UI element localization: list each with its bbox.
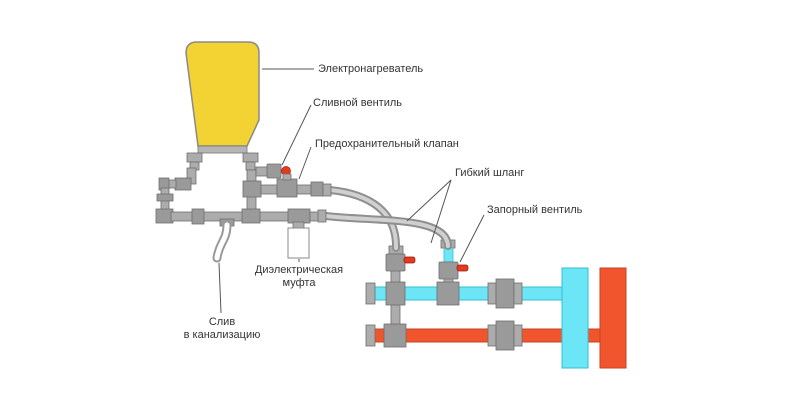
leader-sewer [218,262,222,314]
hot-pipe-tee [383,323,407,348]
flexible-hose-2 [322,212,452,250]
label-sewer: Слив в канализацию [160,316,284,342]
leader-hose-2 [430,179,452,244]
hot-riser [599,267,627,369]
cold-pipe-endcap [365,282,376,305]
label-flex-hose: Гибкий шланг [455,167,525,179]
sewer-spout [212,220,232,263]
cold-pipe-cross [385,281,406,306]
leader-shutoff-valve [459,214,485,263]
safety-valve [242,173,332,198]
drain-valve-body [266,163,282,179]
leader-drain-valve [281,104,312,166]
label-sewer-line2: в канализацию [183,329,261,341]
label-dielectric-line2: муфта [282,277,316,289]
flexible-hose-1 [326,186,401,252]
label-sewer-line1: Слив [208,316,236,328]
cold-riser [561,267,589,369]
hot-pipe-endcap [365,324,376,347]
shutoff-valve [438,239,469,280]
label-safety-valve: Предохранительный клапан [315,138,459,150]
valve-left-handle-icon [403,256,416,264]
valve-left-body [385,253,406,272]
water-heater-tank [185,41,260,171]
label-dielectric: Диэлектрическая муфта [239,264,359,290]
tank-bottom-band [197,145,248,154]
tank-body [185,41,260,147]
dielectric-coupling-body [287,227,310,259]
label-shutoff-valve: Запорный вентиль [487,204,583,216]
dielectric-coupling [287,208,327,259]
cold-pipe-tee [436,281,460,306]
leader-safety-valve [298,146,312,180]
label-dielectric-line1: Диэлектрическая [254,264,344,276]
cold-pipe-union [487,278,523,309]
valve-left [385,245,416,272]
shutoff-valve-cold-stub [443,247,454,263]
shutoff-valve-handle-icon [456,264,469,272]
shutoff-valve-body [438,261,459,280]
label-drain-valve: Сливной вентиль [313,97,402,109]
safety-valve-body [276,178,298,198]
label-heater: Электронагреватель [318,63,424,75]
leader-hose-1 [406,179,452,222]
hot-pipe-union [487,320,523,351]
leader-lines [218,68,485,314]
drain-valve [255,163,291,179]
